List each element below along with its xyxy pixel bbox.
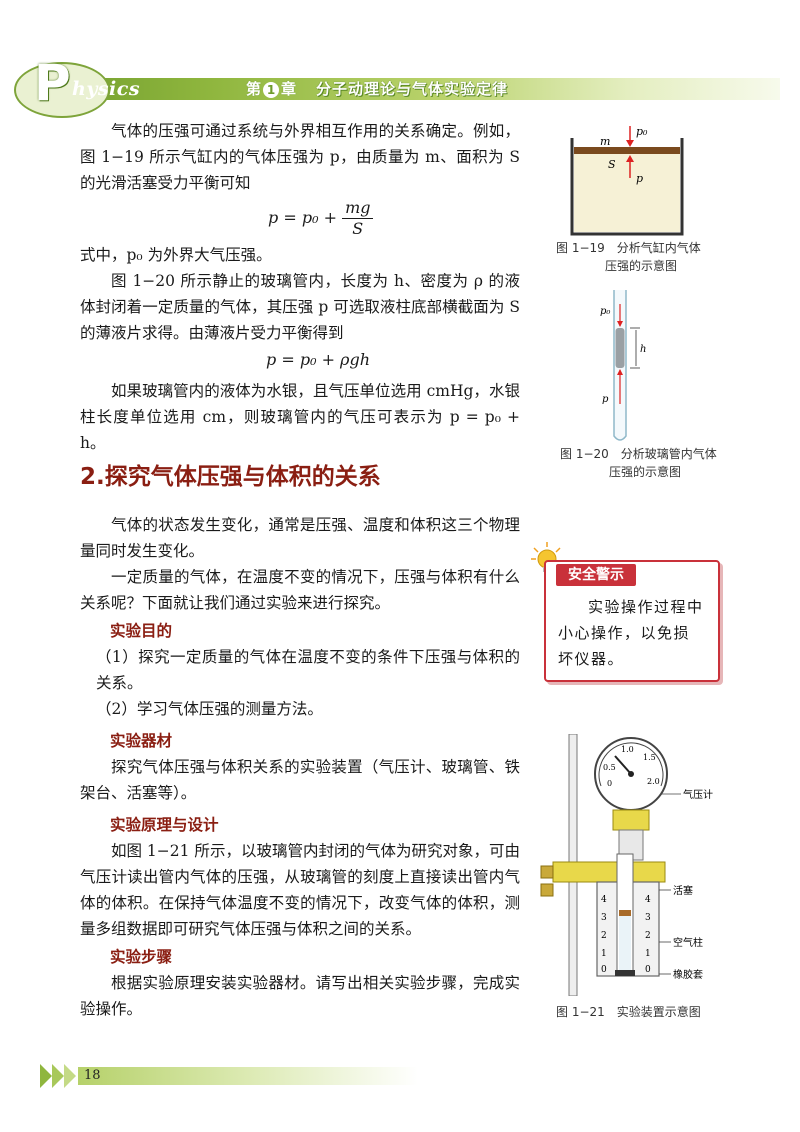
label-m: m	[600, 135, 610, 148]
scale-right-0: 0	[645, 965, 651, 975]
footer-chevrons-icon	[40, 1064, 76, 1088]
gauge-needle	[614, 755, 632, 775]
page-number: 18	[84, 1068, 101, 1083]
chapter-prefix: 第	[246, 80, 262, 98]
heading-equipment: 实验器材	[110, 732, 173, 750]
paragraph-state-change: 气体的状态发生变化，通常是压强、温度和体积这三个物理量同时发生变化。	[80, 516, 520, 560]
caption-fig19-line2: 压强的示意图	[605, 259, 678, 273]
header-band	[20, 78, 780, 100]
arrow-p0-head	[626, 140, 634, 147]
heading-steps: 实验步骤	[110, 948, 173, 966]
paragraph-where: 式中，p₀ 为外界大气压强。	[80, 246, 272, 264]
gauge-label-1-5: 1.5	[643, 753, 656, 762]
caption-fig20-line1: 图 1−20 分析玻璃管内气体	[560, 447, 717, 461]
figure-cylinder: p₀ m S p	[570, 125, 684, 236]
label-p: p	[636, 172, 643, 185]
paragraph-tube-pressure: 图 1−20 所示静止的玻璃管内，长度为 h、密度为 ρ 的液体封闭着一定质量的…	[80, 272, 520, 342]
safety-tag: 安全警示	[556, 564, 636, 586]
label-rubber-sleeve: 橡胶套	[673, 968, 703, 981]
caption-fig21: 图 1−21 实验装置示意图	[556, 1005, 701, 1019]
gauge-label-0-5: 0.5	[603, 763, 616, 772]
paragraph-equipment: 探究气体压强与体积关系的实验装置（气压计、玻璃管、铁架台、活塞等）。	[80, 758, 520, 802]
arrow-p0-down-head	[617, 321, 623, 327]
figure-glass-tube: p₀ h p	[600, 290, 646, 441]
physics-logo-word: hysics	[72, 78, 141, 100]
paragraph-mercury: 如果玻璃管内的液体为水银，且气压单位选用 cmHg，水银柱长度单位选用 cm，则…	[80, 382, 520, 452]
label-piston: 活塞	[673, 884, 693, 897]
label-air-column: 空气柱	[673, 936, 703, 949]
footer-bar	[78, 1067, 418, 1085]
formula-numerator: mg	[342, 198, 374, 219]
heading-principle: 实验原理与设计	[110, 816, 219, 834]
piston	[619, 910, 631, 916]
formula-liquid-column: p = p₀ + ρgh	[266, 350, 371, 369]
label-p0: p₀	[636, 125, 648, 138]
scale-left-3: 3	[601, 913, 607, 923]
gauge-connector	[612, 809, 650, 831]
paragraph-steps: 根据实验原理安装实验器材。请写出相关实验步骤，完成实验操作。	[80, 974, 520, 1018]
section-title: 2.探究气体压强与体积的关系	[80, 464, 381, 490]
scale-right-2: 2	[645, 931, 651, 941]
physics-logo-oval	[14, 62, 110, 118]
caption-fig20-line2: 压强的示意图	[609, 465, 682, 479]
scale-left-4: 4	[601, 895, 607, 905]
scale-left-2: 2	[601, 931, 607, 941]
caption-fig19-line1: 图 1−19 分析气缸内气体	[556, 241, 701, 255]
scale-right-1: 1	[645, 949, 651, 959]
label-S: S	[608, 158, 616, 171]
chapter-number: 1	[263, 82, 280, 98]
clamp-knob-bottom	[540, 883, 554, 897]
air-column	[619, 916, 631, 970]
label-p: p	[602, 394, 609, 405]
piston	[574, 147, 680, 154]
cylinder-wall	[570, 138, 684, 236]
paragraph-principle: 如图 1−21 所示，以玻璃管内封闭的气体为研究对象，可由气压计读出管内气体的压…	[80, 842, 520, 938]
purpose-item-1: （1）探究一定质量的气体在温度不变的条件下压强与体积的关系。	[96, 648, 520, 692]
scale-right-4: 4	[645, 895, 651, 905]
figure-apparatus: 0 0.5 1.0 1.5 2.0 气压计 活塞 空气柱 橡胶套 4 3 2 1…	[540, 734, 713, 996]
safety-text: 实验操作过程中小心操作，以免损坏仪器。	[558, 598, 704, 668]
formula-piston-fraction: mg S	[342, 198, 374, 239]
chapter-suffix: 章	[281, 80, 297, 98]
formula-piston-lhs: p = p₀ +	[268, 208, 337, 227]
paragraph-question: 一定质量的气体，在温度不变的情况下，压强与体积有什么关系呢？下面就让我们通过实验…	[80, 568, 520, 612]
formula-piston: p = p₀ + mg S	[268, 198, 374, 239]
label-p0: p₀	[600, 306, 610, 317]
scale-left-0: 0	[601, 965, 607, 975]
scale-right-3: 3	[645, 913, 651, 923]
arrow-p-head	[626, 155, 634, 162]
clamp	[552, 861, 666, 883]
label-h: h	[640, 344, 646, 355]
gas-region	[574, 152, 680, 232]
rubber-sleeve	[615, 970, 635, 976]
gauge-label-0: 0	[607, 779, 612, 788]
label-gauge: 气压计	[683, 788, 713, 801]
arrow-p-up-head	[617, 369, 623, 375]
chapter-title: 分子动理论与气体实验定律	[316, 80, 509, 98]
physics-logo-letter: P	[34, 54, 71, 112]
paragraph-cylinder-pressure: 气体的压强可通过系统与外界相互作用的关系确定。例如，图 1−19 所示气缸内的气…	[80, 122, 520, 192]
purpose-item-2: （2）学习气体压强的测量方法。	[96, 700, 323, 718]
heading-purpose: 实验目的	[110, 622, 173, 640]
liquid-column	[615, 328, 625, 368]
gauge-label-1-0: 1.0	[621, 745, 634, 754]
gauge-label-2-0: 2.0	[647, 777, 660, 786]
clamp-knob-top	[540, 865, 554, 879]
formula-denominator: S	[352, 219, 364, 238]
scale-left-1: 1	[601, 949, 607, 959]
